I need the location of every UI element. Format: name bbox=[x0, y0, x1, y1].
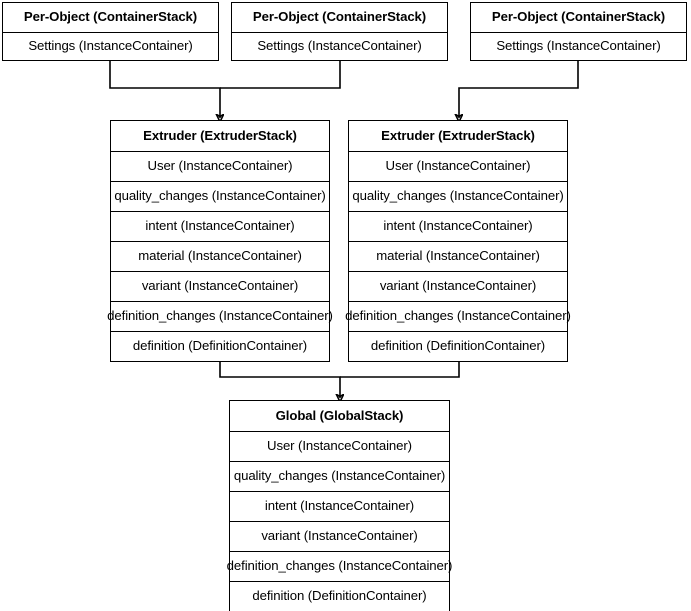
edge-perobject3-to-extruder2 bbox=[459, 58, 579, 118]
node-row: Settings (InstanceContainer) bbox=[471, 32, 686, 60]
node-row: material (InstanceContainer) bbox=[111, 241, 329, 271]
node-extruder-2: Extruder (ExtruderStack) User (InstanceCo… bbox=[345, 120, 571, 362]
node-row: User (InstanceContainer) bbox=[230, 431, 449, 461]
node-row: variant (InstanceContainer) bbox=[230, 521, 449, 551]
node-row: User (InstanceContainer) bbox=[111, 151, 329, 181]
node-per-object-3: Per-Object (ContainerStack) Settings (Ins… bbox=[470, 2, 687, 61]
node-header-per-object-2: Per-Object (ContainerStack) bbox=[252, 9, 427, 25]
node-header-extruder-2: Extruder (ExtruderStack) bbox=[381, 127, 535, 143]
node-header-per-object-3: Per-Object (ContainerStack) bbox=[491, 9, 666, 25]
node-row: definition_changes (InstanceContainer) bbox=[345, 301, 571, 331]
node-row: variant (InstanceContainer) bbox=[349, 271, 567, 301]
edge-extruder2-to-global bbox=[340, 360, 460, 378]
node-header-per-object-1: Per-Object (ContainerStack) bbox=[23, 9, 198, 25]
edge-extruder1-to-global bbox=[219, 360, 340, 398]
node-row: intent (InstanceContainer) bbox=[230, 491, 449, 521]
node-header-global: Global (GlobalStack) bbox=[275, 407, 404, 423]
node-row: material (InstanceContainer) bbox=[349, 241, 567, 271]
node-row: definition (DefinitionContainer) bbox=[349, 331, 567, 361]
node-global: Global (GlobalStack) User (InstanceContai… bbox=[227, 400, 452, 611]
edge-perobject1-to-extruder1 bbox=[109, 58, 220, 118]
node-row: quality_changes (InstanceContainer) bbox=[230, 461, 449, 491]
node-row: definition (DefinitionContainer) bbox=[230, 581, 449, 611]
node-extruder-1: Extruder (ExtruderStack) User (InstanceCo… bbox=[107, 120, 333, 362]
node-row: quality_changes (InstanceContainer) bbox=[349, 181, 567, 211]
node-per-object-2: Per-Object (ContainerStack) Settings (Ins… bbox=[231, 2, 448, 61]
node-row: intent (InstanceContainer) bbox=[111, 211, 329, 241]
node-header-extruder-1: Extruder (ExtruderStack) bbox=[143, 127, 297, 143]
edge-perobject2-to-extruder1 bbox=[220, 58, 341, 89]
node-row: intent (InstanceContainer) bbox=[349, 211, 567, 241]
node-row: definition_changes (InstanceContainer) bbox=[107, 301, 333, 331]
node-row: quality_changes (InstanceContainer) bbox=[111, 181, 329, 211]
node-row: definition_changes (InstanceContainer) bbox=[227, 551, 452, 581]
node-row: definition (DefinitionContainer) bbox=[111, 331, 329, 361]
node-per-object-1: Per-Object (ContainerStack) Settings (Ins… bbox=[2, 2, 219, 61]
node-row: Settings (InstanceContainer) bbox=[3, 32, 218, 60]
node-row: Settings (InstanceContainer) bbox=[232, 32, 447, 60]
node-row: User (InstanceContainer) bbox=[349, 151, 567, 181]
node-row: variant (InstanceContainer) bbox=[111, 271, 329, 301]
